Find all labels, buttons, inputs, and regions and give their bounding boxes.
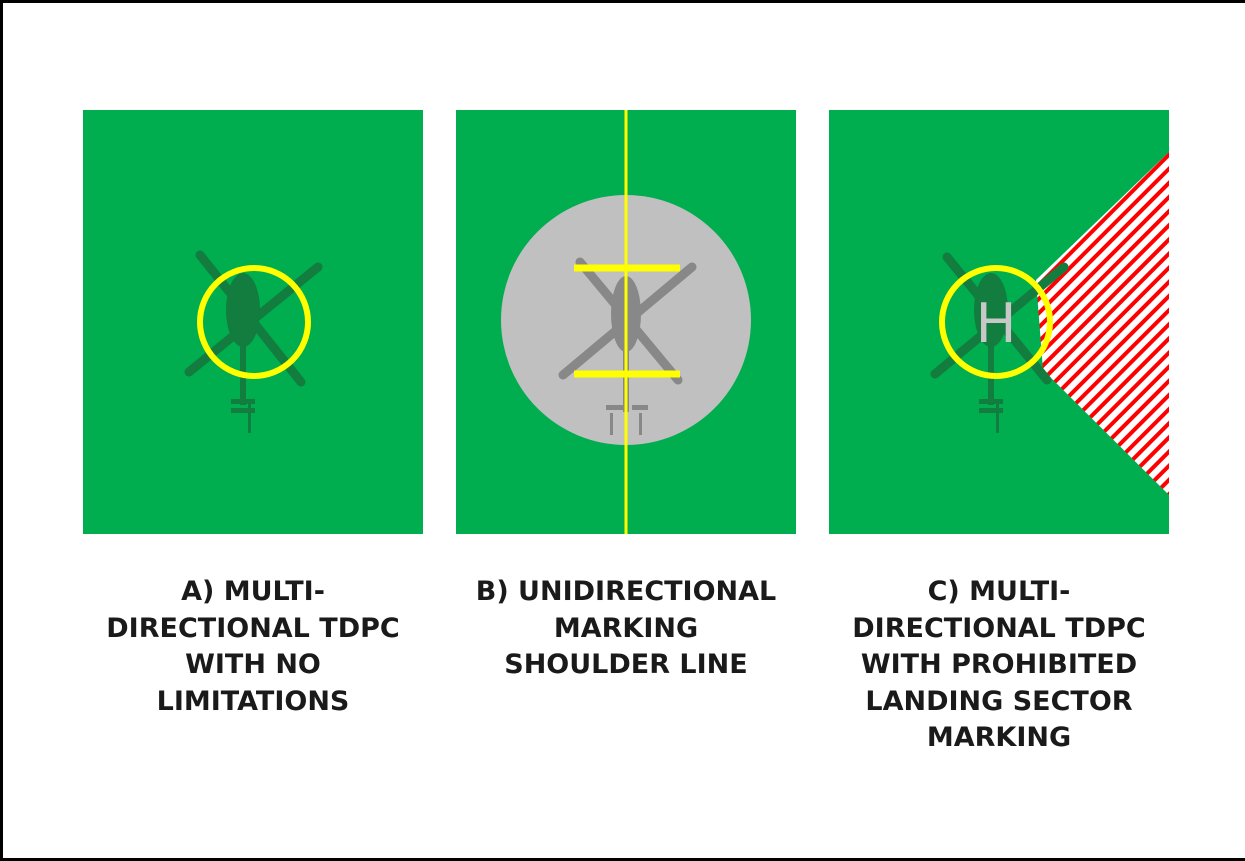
tdpc-circle <box>939 265 1053 379</box>
caption-b: B) UNIDIRECTIONAL MARKING SHOULDER LINE <box>475 576 777 680</box>
panel-c-diagram: H <box>829 110 1169 534</box>
panel-a-diagram <box>83 110 423 534</box>
caption-c: C) MULTI- DIRECTIONAL TDPC WITH PROHIBIT… <box>852 576 1146 753</box>
panel-a-multidirectional-tdpc <box>83 110 423 534</box>
prohibited-sector <box>1036 152 1169 495</box>
panel-b-diagram <box>456 110 796 534</box>
tdpc-circle <box>197 265 311 379</box>
panel-c-prohibited-landing-sector: H <box>829 110 1169 534</box>
h-marking: H <box>976 292 1017 355</box>
caption-a: A) MULTI- DIRECTIONAL TDPC WITH NO LIMIT… <box>106 576 400 717</box>
panel-b-unidirectional-marking <box>456 110 796 534</box>
